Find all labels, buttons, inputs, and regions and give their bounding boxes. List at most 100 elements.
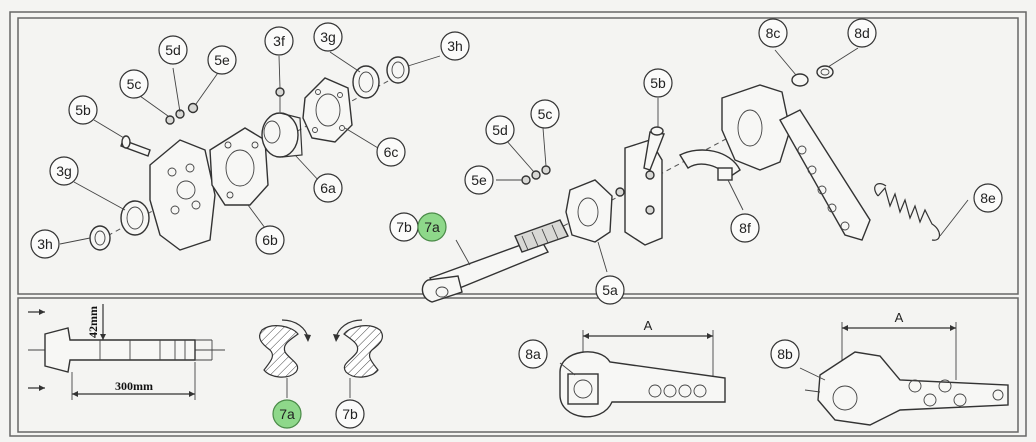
- callout-circle: [770, 339, 800, 369]
- callout-circle: [530, 99, 560, 129]
- callout-text: 7b: [396, 219, 412, 235]
- callout-7b-main: 7b: [389, 212, 419, 242]
- callout-circle: [847, 18, 877, 48]
- bushing-3g-top: [352, 65, 380, 99]
- nut-5e-left: [187, 102, 199, 114]
- callout-circle: [49, 156, 79, 186]
- seal-3h-top: [386, 56, 410, 84]
- callout-8c: 8c: [758, 18, 788, 48]
- callout-5b-right: 5b: [643, 68, 673, 98]
- washer-5d-right: [531, 170, 541, 180]
- callout-circle: [730, 213, 760, 243]
- cam-profile-7b: [343, 325, 384, 378]
- callout-circle: [119, 69, 149, 99]
- left-assembly: [89, 56, 410, 251]
- callout-text: 5d: [492, 122, 508, 138]
- callout-circle: [758, 18, 788, 48]
- washer-5c-left: [165, 115, 175, 125]
- callout-text: 5a: [602, 282, 618, 298]
- callout-circle: [313, 22, 343, 52]
- callout-text: 8a: [525, 346, 541, 362]
- callout-circle: [518, 339, 548, 369]
- housing-6b: [209, 127, 269, 206]
- callout-circle: [272, 399, 302, 429]
- callout-text: 6c: [384, 144, 399, 160]
- callout-text: 5b: [650, 75, 666, 91]
- callout-circle: [313, 173, 343, 203]
- callout-8d: 8d: [847, 18, 877, 48]
- callout-6c: 6c: [376, 137, 406, 167]
- bolt-head-5b-left: [121, 135, 131, 149]
- callout-7a-cam: 7a: [272, 399, 302, 429]
- callout-3f: 3f: [264, 26, 294, 56]
- callout-text: 5e: [471, 172, 487, 188]
- seal-3h-left: [89, 225, 111, 251]
- arm-8a-dimension-label: A: [644, 318, 653, 333]
- callout-circle: [464, 165, 494, 195]
- arm-8a-outline: [559, 351, 726, 418]
- washer-5c-right: [541, 165, 551, 175]
- callout-5d-left: 5d: [158, 35, 188, 65]
- callout-text: 3h: [447, 38, 463, 54]
- callout-circle: [68, 95, 98, 125]
- cam-profile-7a: [258, 325, 299, 378]
- callout-circle: [595, 275, 625, 305]
- callout-5b-left: 5b: [68, 95, 98, 125]
- nut-5e-right: [521, 175, 531, 185]
- callout-8f: 8f: [730, 213, 760, 243]
- flange-6c: [302, 77, 353, 143]
- callout-6a: 6a: [313, 173, 343, 203]
- callout-text: 3g: [56, 163, 72, 179]
- callout-text: 7a: [279, 406, 295, 422]
- shaft-profile: [44, 327, 196, 373]
- slack-adjuster-body: [721, 84, 791, 171]
- callout-circle: [264, 26, 294, 56]
- seal-8c: [791, 73, 809, 87]
- callout-5a: 5a: [595, 275, 625, 305]
- callout-7b-cam: 7b: [335, 399, 365, 429]
- callout-circle: [973, 183, 1003, 213]
- clip-8f-tab: [717, 167, 733, 181]
- callout-text: 3h: [37, 236, 53, 252]
- callout-text: 8e: [980, 190, 996, 206]
- callout-circle: [30, 229, 60, 259]
- callout-text: 5e: [214, 52, 230, 68]
- callout-6b: 6b: [255, 225, 285, 255]
- callout-5e-right: 5e: [464, 165, 494, 195]
- cam-head: [421, 275, 463, 303]
- spring-8e-hook: [874, 183, 887, 197]
- slack-adjuster-8b-drawing: [799, 322, 1009, 426]
- bushing-3g-left: [120, 200, 150, 236]
- callout-5c-left: 5c: [119, 69, 149, 99]
- shaft-length-label: 300mm: [115, 379, 153, 393]
- callout-circle: [335, 399, 365, 429]
- callout-5d-right: 5d: [485, 115, 515, 145]
- lower-panel-frame: [17, 297, 1019, 433]
- callout-5e-left: 5e: [207, 45, 237, 75]
- callout-text: 8f: [739, 220, 751, 236]
- bracket-plate: [149, 139, 216, 251]
- callout-text: 5b: [75, 102, 91, 118]
- arm-8a-hub: [567, 373, 599, 405]
- callout-circle: [376, 137, 406, 167]
- right-assembly: [421, 65, 941, 303]
- callout-circle: [485, 115, 515, 145]
- mounting-plate-right: [624, 139, 663, 246]
- camshaft-splines: [514, 219, 569, 253]
- upper-panel-frame: [17, 17, 1019, 295]
- bracket-5a: [565, 179, 613, 243]
- callout-circle: [255, 225, 285, 255]
- callout-3g-left: 3g: [49, 156, 79, 186]
- callout-text: 3f: [273, 33, 285, 49]
- callout-circle: [417, 212, 447, 242]
- callout-circle: [158, 35, 188, 65]
- slack-adjuster-8a-drawing: [559, 330, 726, 418]
- callout-text: 5c: [538, 106, 553, 122]
- callout-circle: [440, 31, 470, 61]
- arm-8b-outline: [817, 351, 1009, 426]
- slack-adjuster-arm: [779, 109, 871, 241]
- callout-circle: [643, 68, 673, 98]
- callout-text: 7b: [342, 406, 358, 422]
